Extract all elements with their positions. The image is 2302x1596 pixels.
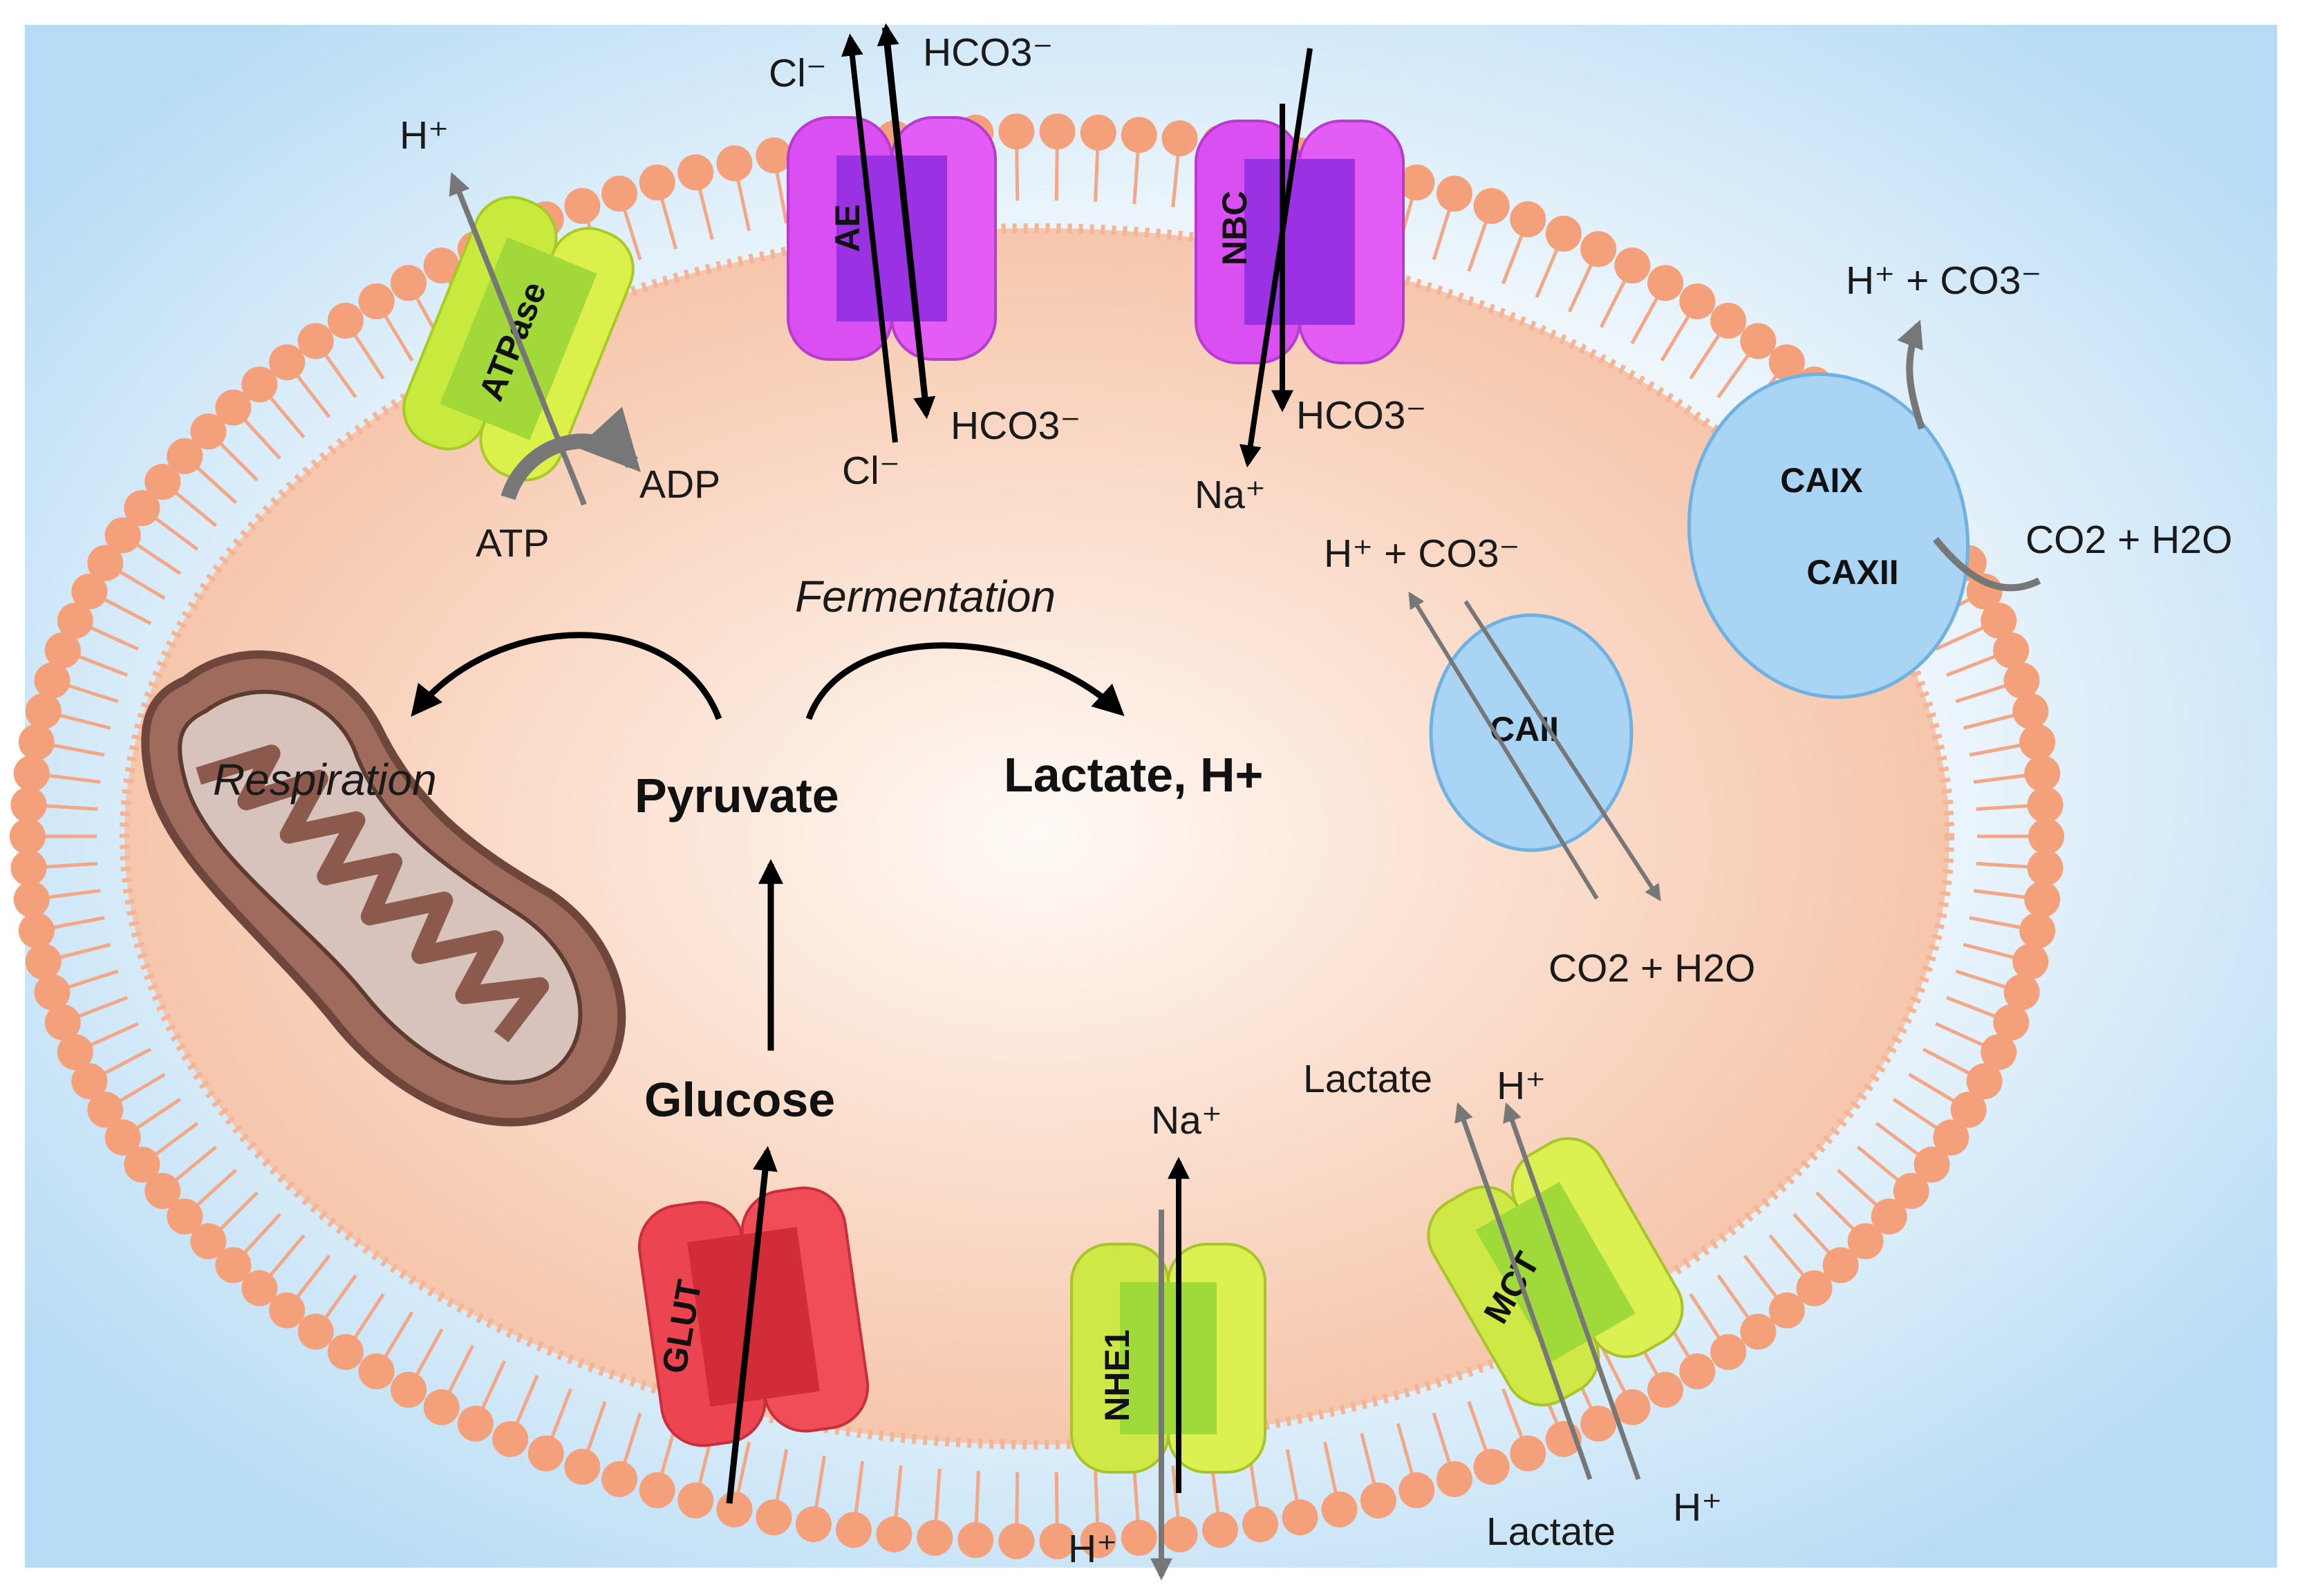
mct-h-out-arrow bbox=[1503, 1102, 1641, 1481]
nhe1-label: NHE1 bbox=[1098, 1329, 1136, 1421]
fermentation-arrow bbox=[805, 642, 1125, 720]
ae-cl-out-arrow bbox=[841, 33, 898, 443]
ae-hco3-out-arrow bbox=[877, 23, 929, 409]
nhe-na-in-label: Na⁺ bbox=[1151, 1098, 1222, 1143]
caii-reverse-arrow bbox=[1408, 591, 1599, 900]
mct-lactate-in-label: Lactate bbox=[1486, 1510, 1616, 1554]
caii-products-label: H⁺ + CO3⁻ bbox=[1324, 532, 1520, 576]
caii-enzyme bbox=[1429, 613, 1634, 852]
mct-lactate-out-arrow bbox=[1454, 1102, 1593, 1481]
ae-hco3-out-label: HCO3⁻ bbox=[923, 30, 1053, 75]
atpase-h-label: H⁺ bbox=[400, 113, 449, 158]
caii-substrates-label: CO2 + H2O bbox=[1548, 946, 1755, 991]
lactate-h-label: Lactate, H+ bbox=[1004, 748, 1263, 802]
caxii-label: CAXII bbox=[1806, 553, 1898, 592]
caix-label: CAIX bbox=[1780, 461, 1862, 500]
cytoplasm bbox=[124, 228, 1949, 1445]
respiration-arrow bbox=[411, 632, 722, 720]
mct-h-in-label: H⁺ bbox=[1673, 1485, 1722, 1530]
mitochondrion-icon bbox=[141, 650, 626, 1127]
fermentation-label: Fermentation bbox=[795, 572, 1056, 621]
nbc-na-in-label: Na⁺ bbox=[1195, 473, 1266, 517]
adp-label: ADP bbox=[639, 462, 720, 507]
glut-protein bbox=[637, 1186, 870, 1447]
respiration-label: Respiration bbox=[213, 755, 437, 805]
nbc-label: NBC bbox=[1215, 191, 1254, 265]
caix-substrates-label: CO2 + H2O bbox=[2025, 518, 2232, 562]
glucose-label: Glucose bbox=[644, 1073, 835, 1127]
atp-label: ATP bbox=[476, 521, 550, 565]
nhe1-protein bbox=[1070, 1243, 1266, 1474]
ae-cl-in-label: Cl⁻ bbox=[842, 449, 900, 493]
caix-caxii-enzyme bbox=[1687, 372, 1970, 700]
glut-glucose-arrow bbox=[726, 1145, 778, 1504]
nbc-protein bbox=[1195, 120, 1405, 364]
ae-label: AE bbox=[828, 204, 867, 252]
nbc-na-in-arrow bbox=[1239, 48, 1313, 468]
pyruvate-label: Pyruvate bbox=[635, 769, 839, 823]
mct-protein bbox=[1427, 1137, 1684, 1407]
mct-lactate-out-label: Lactate bbox=[1303, 1057, 1432, 1101]
nbc-hco3-in-label: HCO3⁻ bbox=[1296, 393, 1426, 438]
ae-cl-out-label: Cl⁻ bbox=[769, 51, 827, 95]
caix-products-label: H⁺ + CO3⁻ bbox=[1846, 259, 2042, 303]
atp-adp-arrow bbox=[500, 406, 641, 500]
inner-membrane-edge bbox=[120, 223, 1954, 1449]
caii-forward-arrow bbox=[1463, 600, 1661, 902]
mct-h-out-label: H⁺ bbox=[1497, 1064, 1546, 1108]
ae-hco3-in-label: HCO3⁻ bbox=[951, 404, 1080, 448]
ae-protein bbox=[787, 116, 997, 361]
caix-reaction-arrow bbox=[1909, 325, 2041, 592]
nhe-h-out-label: H⁺ bbox=[1068, 1527, 1117, 1571]
